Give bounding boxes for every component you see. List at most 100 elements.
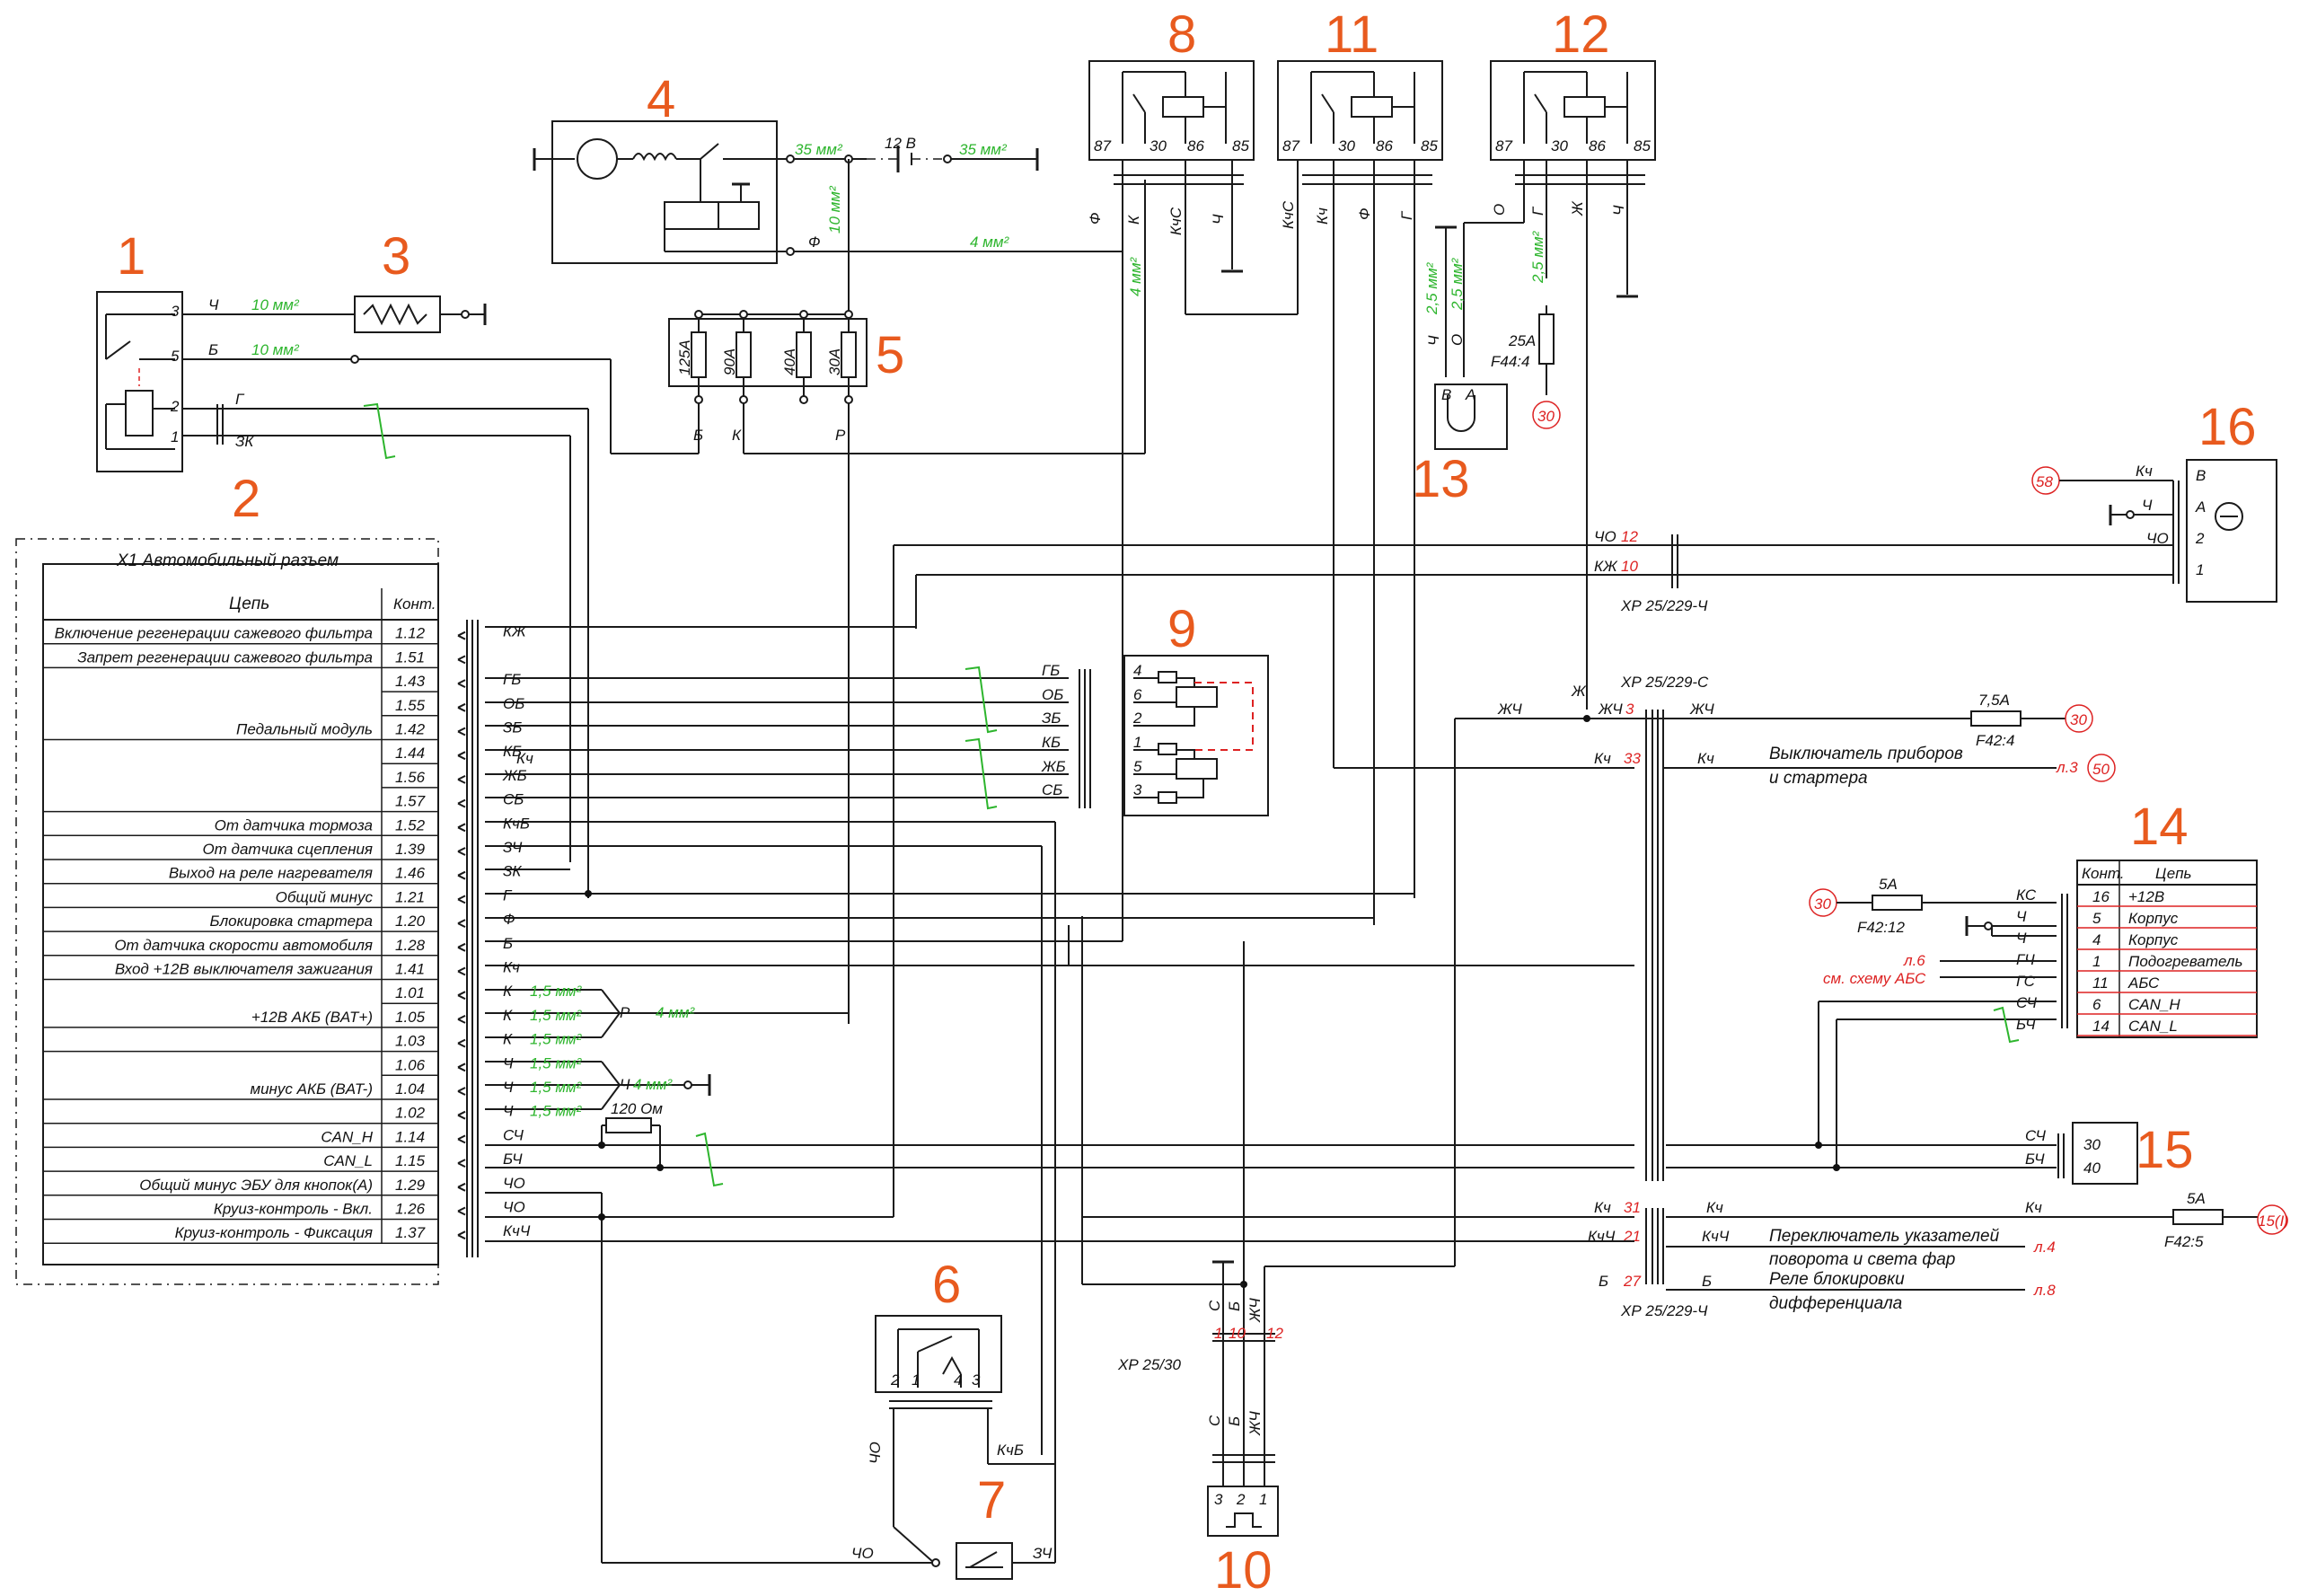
svg-text:ЖЧ: ЖЧ [1246,1411,1264,1436]
x1-row: 1.55 [382,697,466,717]
x1-wire-label: Г [503,886,513,904]
x1-circuit-name: CAN_H [321,1128,373,1145]
svg-text:СЧ: СЧ [2025,1127,2047,1144]
wire-size-label: 1,5 мм² [530,1054,583,1071]
fuse-90a: 90А [721,310,752,454]
x1-circuit-name: Педальный модуль [236,721,373,738]
label-component-10: 10 [1214,1541,1273,1596]
x1-pin: 1.02 [395,1105,426,1122]
table14-wire: ГС [2016,973,2036,990]
svg-text:Ф: Ф [1356,207,1373,220]
svg-text:Б: Б [1226,1416,1243,1426]
svg-text:2,5 мм²: 2,5 мм² [1529,230,1546,284]
svg-text:2,5 мм²: 2,5 мм² [1423,261,1440,315]
svg-text:ЧО: ЧО [851,1545,874,1562]
x1-row: 1.03 [43,1033,466,1053]
x1-wire-label: КчБ [503,815,530,832]
svg-text:30: 30 [1814,895,1831,913]
svg-text:10 мм²: 10 мм² [251,296,300,313]
x1-circuit-name: +12В АКБ (BAT+) [251,1009,373,1026]
svg-text:ЖЧ: ЖЧ [1598,701,1623,718]
x1-row: 1.01 [382,984,466,1004]
svg-text:О: О [1491,204,1508,216]
svg-text:Г: Г [235,391,245,408]
label-component-5: 5 [876,326,904,384]
pedal9-pin: 6 [1133,686,1142,703]
fuse-30a: 30А [826,310,857,1024]
svg-text:Кч: Кч [1314,207,1331,225]
x1-wire-label: СЧ [503,1126,524,1143]
x1-row: 1.57 [43,793,466,813]
x1-pin: 1.39 [395,841,426,858]
svg-text:Р: Р [835,427,846,444]
x1-row: 1.06 [382,1056,466,1077]
svg-text:ЗК: ЗК [235,433,254,450]
speed-sensor-10: С Б ЖЧ 1 10 12 С Б ЖЧ ХР 25/30 3 2 1 [1117,1257,1455,1537]
table14-wire: КС [2016,886,2037,904]
svg-text:40: 40 [2083,1160,2101,1177]
svg-text:ЖЧ: ЖЧ [1246,1298,1264,1323]
svg-text:А: А [1465,386,1475,403]
label-component-12: 12 [1552,5,1610,64]
table14-circuit: +12В [2128,888,2164,905]
svg-text:2: 2 [2195,530,2205,547]
x1-circuit-name: От датчика скорости автомобиля [114,937,373,954]
x1-wire-label: ЗК [503,863,522,880]
svg-text:30: 30 [1150,137,1167,154]
svg-text:О: О [1449,334,1466,346]
x1-circuit-name: От датчика сцепления [202,841,373,858]
x1-row: 1.39 От датчика сцепления [43,841,466,860]
x1-wire-label: Ч [503,1103,514,1120]
x1-circuit-name: Круиз-контроль - Фиксация [175,1224,373,1241]
svg-text:ЧО: ЧО [1594,528,1616,545]
svg-text:25А: 25А [1508,332,1536,349]
x1-wire-label: ЗЧ [503,839,523,856]
svg-text:4: 4 [954,1371,962,1389]
table14-wire: БЧ [2016,1016,2036,1033]
pedal9-pin: 5 [1133,758,1142,775]
pin5-label: 5 [171,348,180,365]
pedal9-wire: ГБ [1042,662,1060,679]
svg-text:ХР 25/229-С: ХР 25/229-С [1620,674,1709,691]
wire-size-label: 1,5 мм² [530,983,583,1000]
x1-circuit-name: CAN_L [323,1152,373,1169]
label-component-13: 13 [1412,450,1470,508]
x1-wire-label: Ф [503,911,515,928]
svg-text:3: 3 [1625,701,1634,718]
svg-text:X1 Автомобильный разъем: X1 Автомобильный разъем [116,551,339,570]
x1-wire-label: ЧО [503,1199,525,1216]
svg-text:Р: Р [620,1004,630,1021]
svg-text:2: 2 [1236,1491,1246,1508]
x1-row: 1.44 [382,745,466,764]
table14-circuit: CAN_H [2128,996,2180,1013]
svg-text:1: 1 [1259,1491,1267,1508]
svg-text:Б: Б [208,341,218,358]
x1-wire-label: КЖ [503,623,527,640]
svg-text:Переключатель указателей: Переключатель указателей [1769,1227,2000,1246]
svg-text:87: 87 [1282,137,1299,154]
svg-text:86: 86 [1589,137,1606,154]
pedal9-wire: КБ [1042,734,1061,751]
fuse-25a: 30 25А F44:4 [1491,305,1561,429]
x1-wire-label: К [503,1007,513,1024]
svg-text:10: 10 [1229,1325,1246,1342]
x1-wire-label: Ч [503,1054,514,1071]
svg-text:К: К [732,427,742,444]
svg-text:3: 3 [1214,1491,1223,1508]
x1-pin: 1.55 [395,697,426,714]
svg-text:40А: 40А [781,348,798,375]
label-component-6: 6 [932,1256,961,1314]
x1-circuit-name: Блокировка стартера [210,913,373,930]
x1-pin: 1.15 [395,1152,426,1169]
wire-size-label: 1,5 мм² [530,1079,583,1096]
svg-text:Ж: Ж [1571,683,1587,700]
svg-text:F42:5: F42:5 [2164,1233,2204,1250]
svg-text:Ч: Ч [2142,497,2153,514]
x1-pin: 1.04 [395,1080,425,1098]
